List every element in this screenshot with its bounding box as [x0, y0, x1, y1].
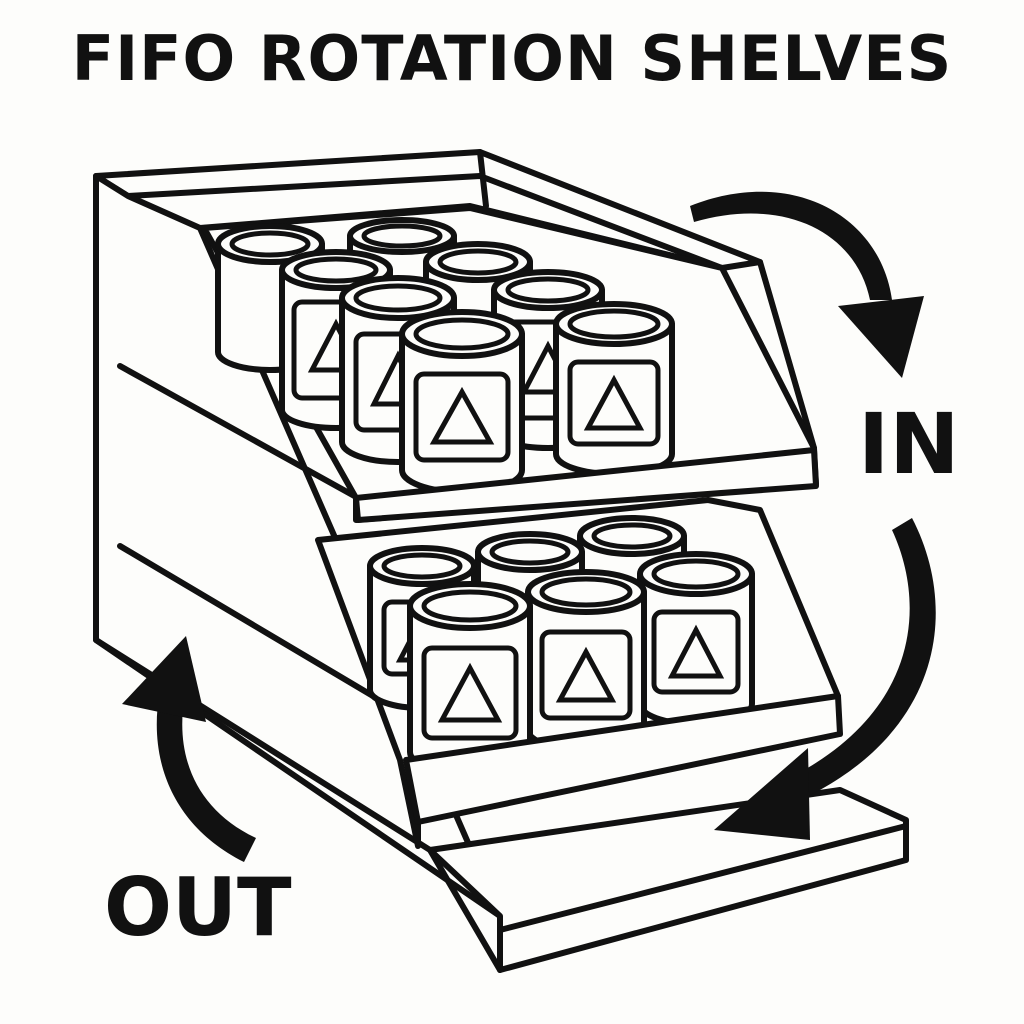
out-arrow-icon: [122, 636, 256, 862]
can: [407, 581, 533, 777]
lower-cans: [367, 515, 755, 777]
can: [399, 309, 525, 495]
in-label: IN: [858, 395, 960, 493]
upper-cans: [215, 217, 675, 495]
triangle-icon: [437, 662, 503, 723]
page-title: FIFO ROTATION SHELVES: [71, 22, 953, 95]
bin-back-corner: [477, 149, 489, 209]
side-groove-lower: [117, 543, 403, 715]
upper-shelf-lip: [353, 447, 819, 523]
in-arrow-icon: [690, 191, 924, 378]
side-groove-upper: [117, 363, 361, 501]
base-tray: [427, 787, 909, 973]
lower-shelf-lip: [403, 693, 843, 825]
bin-front-edge: [757, 259, 817, 451]
out-label: OUT: [104, 861, 292, 954]
triangle-icon: [429, 386, 495, 445]
triangle-icon: [555, 646, 617, 703]
triangle-icon: [583, 374, 645, 431]
can: [637, 551, 755, 727]
restock-arrow-icon: [714, 518, 936, 840]
base-tray-top: [427, 787, 909, 973]
can: [525, 569, 647, 753]
can: [553, 301, 675, 477]
triangle-icon: [667, 624, 725, 679]
base-tray-lip: [497, 823, 909, 933]
